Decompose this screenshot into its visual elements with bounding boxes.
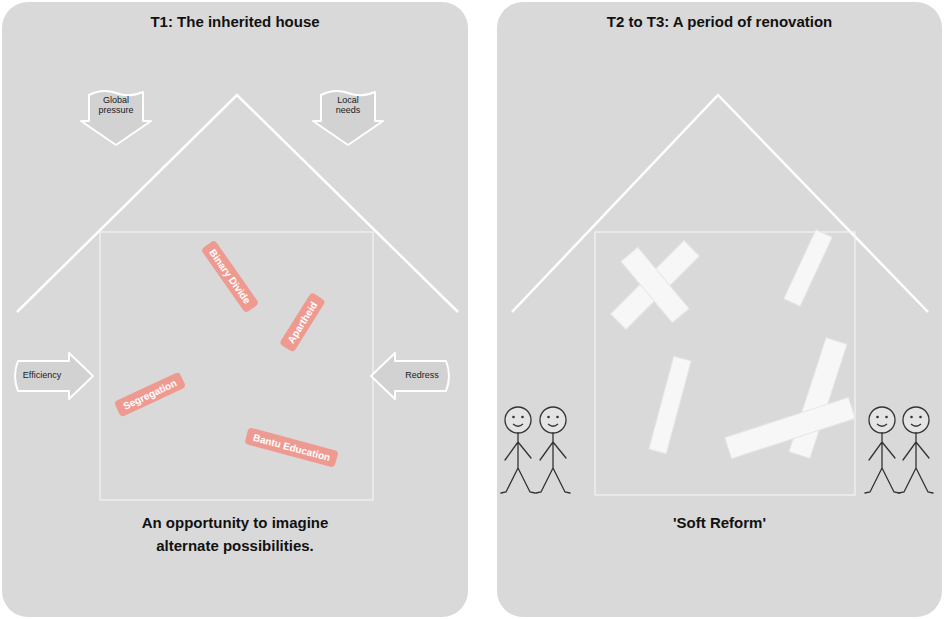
stick-figure: [501, 407, 535, 493]
arrow-label: Efficiency: [15, 361, 69, 391]
pressure-arrow: Global pressure: [80, 88, 152, 146]
stage-panel: T2 to T3: A period of renovation 'Soft Re…: [497, 2, 942, 617]
tag-label: Apartheid: [284, 299, 320, 345]
legacy-tag: Binary Divide: [201, 239, 260, 313]
stick-figures: [501, 407, 933, 493]
arrow-outline: [15, 353, 93, 399]
panel-title: T2 to T3: A period of renovation: [497, 13, 942, 30]
arrow-label: Global pressure: [89, 91, 143, 121]
legacy-tag: Bantu Education: [245, 427, 340, 468]
stick-figure: [865, 407, 899, 493]
house-roof: [512, 95, 928, 312]
panel-title: T1: The inherited house: [2, 13, 468, 30]
legacy-tag: Segregation: [114, 371, 186, 417]
pressure-arrow: Redress: [370, 352, 452, 400]
stage-panel: Global pressure Local needsBinary DivideA…: [2, 2, 468, 617]
panel-caption: An opportunity to imagine alternate poss…: [115, 512, 355, 557]
stick-figure: [899, 407, 933, 493]
pressure-arrow: Efficiency: [12, 352, 94, 400]
arrow-outline: [371, 353, 449, 399]
arrow-label: Local needs: [321, 91, 375, 121]
tag-label: Segregation: [121, 376, 179, 412]
legacy-tag: Apartheid: [279, 292, 326, 352]
stick-figure: [536, 407, 570, 493]
panel-ground: [2, 2, 468, 617]
pressure-arrow: Local needs: [312, 88, 384, 146]
arrow-outline: [313, 91, 383, 145]
tag-label: Binary Divide: [206, 246, 253, 306]
tag-label: Bantu Education: [252, 430, 332, 463]
house-roof: [17, 95, 458, 312]
repair-tape: [610, 230, 855, 459]
arrow-outline: [81, 91, 151, 145]
arrow-label: Redress: [395, 361, 449, 391]
panel-caption: 'Soft Reform': [600, 512, 840, 535]
house-wall: [100, 232, 373, 500]
panel-ground: [497, 2, 942, 617]
